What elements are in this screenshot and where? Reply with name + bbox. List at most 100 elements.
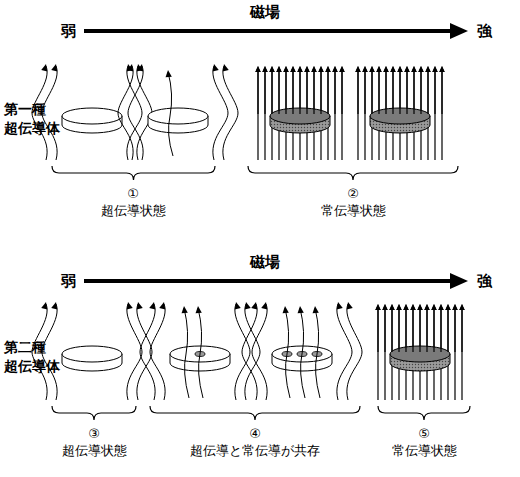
arrow-head — [459, 304, 464, 310]
field-line — [385, 70, 386, 114]
arrow-head — [51, 64, 57, 72]
arrow-head — [127, 64, 133, 72]
disc-top — [62, 108, 122, 124]
callout-number: ① — [127, 186, 139, 202]
field-strength-arrow — [84, 279, 452, 283]
field-line — [384, 308, 385, 352]
group-bracket — [52, 166, 215, 180]
arrow-head — [452, 304, 457, 310]
arrow-head — [332, 66, 337, 72]
arrow-head — [137, 64, 143, 72]
arrow-head — [297, 66, 302, 72]
state-label: 超伝導状態 — [101, 203, 166, 219]
arrow-head — [410, 304, 415, 310]
field-line — [434, 70, 435, 160]
arrow-head — [369, 66, 374, 72]
arrow-head — [418, 66, 423, 72]
arrow-head — [332, 66, 337, 72]
weak-label: 弱 — [61, 272, 76, 290]
arrow-head — [283, 66, 288, 72]
field-line — [405, 308, 406, 352]
field-line — [271, 70, 272, 114]
field-line — [357, 70, 358, 160]
arrow-head — [369, 66, 374, 72]
field-line — [306, 70, 307, 114]
group-bracket — [248, 166, 458, 180]
field-line — [264, 70, 265, 160]
arrow-head — [445, 304, 450, 310]
arrow-head — [396, 304, 401, 310]
field-line — [327, 70, 328, 114]
arrow-head — [389, 304, 394, 310]
arrow-head — [283, 66, 288, 72]
field-line — [315, 308, 320, 398]
arrow-head — [255, 66, 260, 72]
field-line — [392, 70, 393, 114]
field-line — [313, 70, 314, 114]
field-line — [377, 308, 378, 400]
field-line — [198, 308, 203, 398]
arrow-head — [213, 64, 219, 72]
strong-label: 強 — [477, 272, 492, 290]
callout-number: ④ — [249, 426, 261, 442]
arrow-head — [337, 302, 343, 310]
arrow-head — [404, 66, 409, 72]
superconductor-type: 第二種 超伝導体 — [4, 338, 61, 376]
arrow-head — [255, 66, 260, 72]
field-line — [434, 70, 435, 114]
field-strength-arrowhead — [450, 23, 468, 39]
arrow-head — [425, 66, 430, 72]
arrow-head — [251, 302, 257, 310]
field-line — [398, 308, 399, 352]
field-line — [118, 66, 133, 160]
arrow-head — [439, 66, 444, 72]
disc-top — [148, 108, 208, 124]
arrow-head — [411, 66, 416, 72]
field-line — [278, 70, 279, 114]
arrow-head — [431, 304, 436, 310]
field-line — [377, 308, 378, 352]
arrow-head — [396, 304, 401, 310]
field-line — [364, 70, 365, 160]
arrow-head — [269, 66, 274, 72]
arrow-head — [166, 70, 172, 77]
arrow-head — [276, 66, 281, 72]
arrow-head — [438, 304, 443, 310]
field-line — [406, 70, 407, 114]
field-line — [427, 70, 428, 114]
group-bracket — [150, 406, 360, 420]
field-line — [441, 70, 442, 114]
field-line — [419, 308, 420, 352]
arrow-head — [182, 306, 188, 313]
arrow-head — [298, 306, 304, 313]
arrow-head — [347, 302, 353, 310]
field-line — [264, 70, 265, 114]
field-line — [299, 70, 300, 114]
field-line — [371, 70, 372, 114]
arrow-head — [362, 66, 367, 72]
arrow-head — [382, 304, 387, 310]
field-line — [127, 66, 142, 160]
field-strength-arrowhead — [450, 273, 468, 289]
field-line — [334, 70, 335, 160]
state-label: 常伝導状態 — [392, 443, 457, 459]
field-line — [150, 304, 165, 400]
arrow-head — [262, 66, 267, 72]
callout-number: ③ — [88, 426, 100, 442]
field-line — [413, 70, 414, 114]
field-line — [242, 304, 257, 400]
field-line — [399, 70, 400, 114]
field-line — [347, 304, 362, 400]
field-line — [168, 72, 173, 156]
field-line — [412, 308, 413, 352]
arrow-head — [432, 66, 437, 72]
arrow-head — [41, 302, 47, 310]
arrow-head — [325, 66, 330, 72]
arrow-head — [417, 304, 422, 310]
arrow-head — [383, 66, 388, 72]
arrow-head — [311, 66, 316, 72]
field-line — [447, 308, 448, 352]
arrow-head — [245, 302, 251, 310]
arrow-head — [404, 66, 409, 72]
